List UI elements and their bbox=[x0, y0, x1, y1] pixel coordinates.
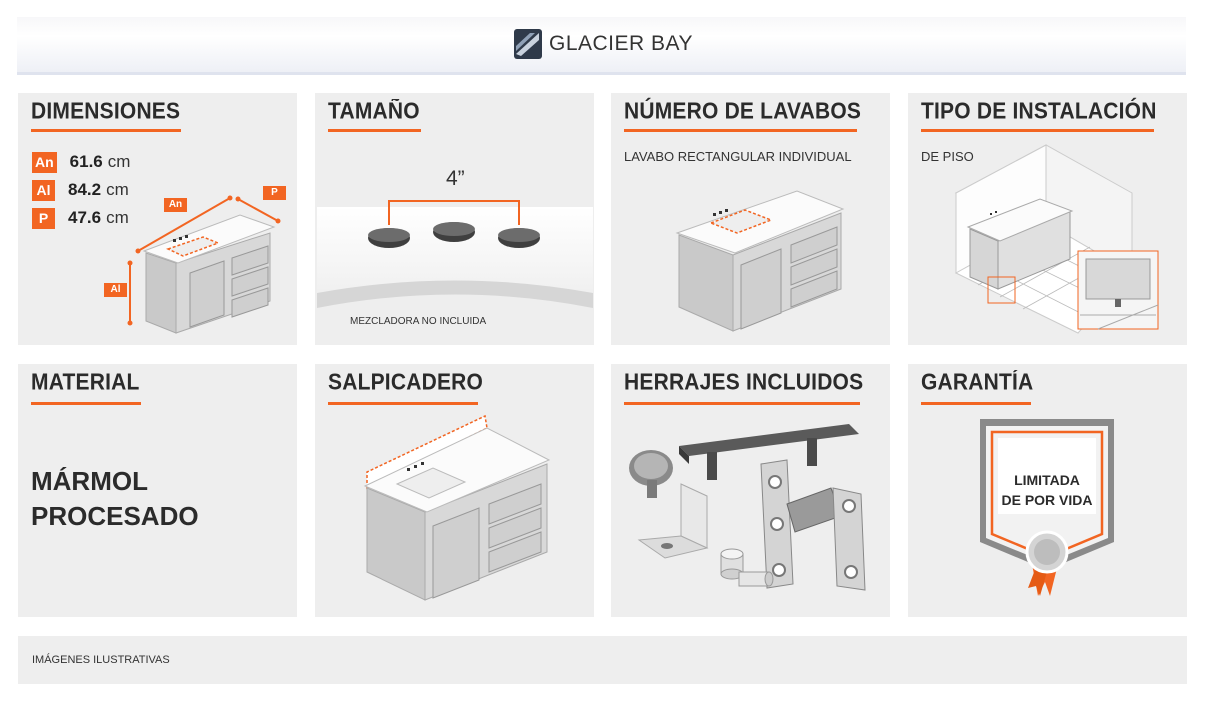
hole-spread-label: 4” bbox=[446, 167, 465, 190]
panel-material: MATERIAL MÁRMOL PROCESADO bbox=[18, 364, 297, 617]
panel-dimensions: DIMENSIONES An 61.6 cm Al 84.2 cm P 47.6… bbox=[18, 93, 297, 345]
warranty-line-1: LIMITADA bbox=[1014, 472, 1080, 488]
title-underline bbox=[31, 402, 141, 405]
title-underline bbox=[31, 129, 181, 132]
panel-size: TAMAÑO 4” MEZCLADORA NO INCLUIDA bbox=[315, 93, 594, 345]
panel-title: SALPICADERO bbox=[328, 370, 484, 395]
material-value: MÁRMOL PROCESADO bbox=[31, 464, 199, 534]
brand-name: GLACIER BAY bbox=[549, 32, 693, 55]
panel-title: TAMAÑO bbox=[328, 99, 420, 124]
sink-description: LAVABO RECTANGULAR INDIVIDUAL bbox=[624, 149, 852, 164]
title-underline bbox=[624, 129, 857, 132]
width-value: 61.6 bbox=[69, 152, 103, 171]
material-line-1: MÁRMOL bbox=[31, 466, 148, 496]
panel-title: GARANTÍA bbox=[921, 370, 1034, 395]
warranty-text: LIMITADA DE POR VIDA bbox=[992, 470, 1102, 510]
depth-unit: cm bbox=[106, 208, 129, 227]
height-badge: Al bbox=[32, 179, 55, 201]
vanity-dimension-diagram bbox=[127, 195, 281, 334]
diagram-width-label: An bbox=[164, 198, 187, 212]
faucet-holes-diagram bbox=[317, 200, 593, 308]
panel-sinks: NÚMERO DE LAVABOS LAVABO RECTANGULAR IND… bbox=[611, 93, 890, 345]
panel-title: DIMENSIONES bbox=[31, 99, 181, 124]
footer-bar: IMÁGENES ILUSTRATIVAS bbox=[18, 636, 1187, 684]
panel-title: NÚMERO DE LAVABOS bbox=[624, 99, 862, 124]
diagram-depth-label: P bbox=[263, 186, 286, 200]
width-badge: An bbox=[32, 151, 57, 173]
height-unit: cm bbox=[106, 180, 129, 199]
panel-title: HERRAJES INCLUIDOS bbox=[624, 370, 864, 395]
panel-installation: TIPO DE INSTALACIÓN DE PISO bbox=[908, 93, 1187, 345]
title-underline bbox=[624, 402, 860, 405]
illustrative-images-note: IMÁGENES ILUSTRATIVAS bbox=[32, 654, 170, 666]
brand-logo: GLACIER BAY bbox=[513, 27, 693, 61]
depth-value: 47.6 bbox=[68, 208, 102, 227]
depth-badge: P bbox=[32, 207, 55, 229]
width-unit: cm bbox=[107, 152, 131, 171]
dimension-height: Al 84.2 cm bbox=[32, 179, 129, 201]
panel-backsplash: SALPICADERO bbox=[315, 364, 594, 617]
installation-type: DE PISO bbox=[921, 149, 974, 164]
title-underline bbox=[328, 402, 478, 405]
title-underline bbox=[328, 129, 421, 132]
single-sink-vanity-illustration bbox=[675, 190, 845, 332]
dimension-width: An 61.6 cm bbox=[32, 151, 130, 173]
material-line-2: PROCESADO bbox=[31, 501, 199, 531]
dimension-depth: P 47.6 cm bbox=[32, 207, 129, 229]
faucet-note: MEZCLADORA NO INCLUIDA bbox=[350, 316, 487, 327]
panel-hardware: HERRAJES INCLUIDOS bbox=[611, 364, 890, 617]
backsplash-vanity-illustration bbox=[363, 414, 551, 601]
title-underline bbox=[921, 129, 1154, 132]
floor-mount-illustration bbox=[954, 144, 1159, 334]
panel-title: TIPO DE INSTALACIÓN bbox=[921, 99, 1157, 124]
diagram-height-label: Al bbox=[104, 283, 127, 297]
warranty-line-2: DE POR VIDA bbox=[1001, 492, 1093, 508]
hardware-illustration bbox=[629, 424, 866, 591]
height-value: 84.2 bbox=[68, 180, 102, 199]
brand-header: GLACIER BAY bbox=[17, 17, 1186, 75]
glacier-bay-logo-icon bbox=[514, 29, 542, 59]
title-underline bbox=[921, 402, 1031, 405]
panel-warranty: GARANTÍA LIMITADA DE POR VIDA bbox=[908, 364, 1187, 617]
warranty-badge-icon bbox=[980, 419, 1114, 596]
panel-title: MATERIAL bbox=[31, 370, 140, 395]
